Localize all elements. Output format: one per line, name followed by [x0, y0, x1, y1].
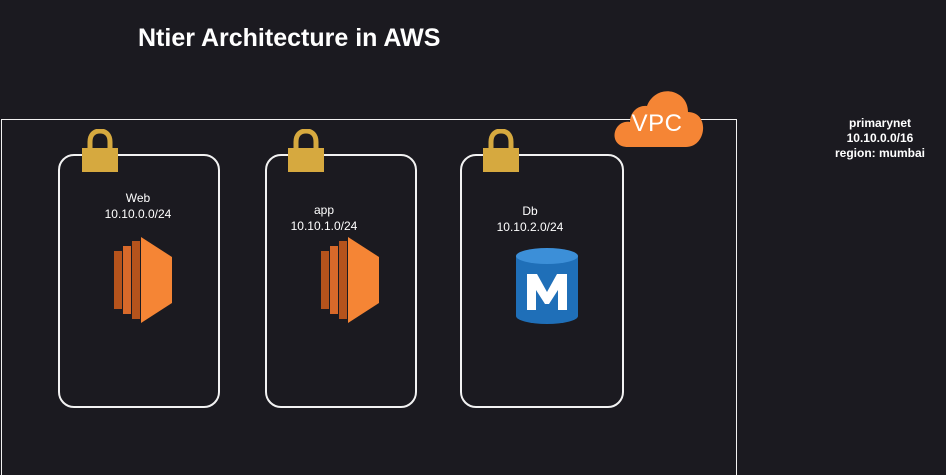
lock-icon: [82, 129, 118, 172]
subnet-app-text: app 10.10.1.0/24: [265, 202, 383, 234]
subnet-cidr: 10.10.0.0/24: [104, 207, 172, 221]
network-cidr: 10.10.0.0/16: [846, 131, 914, 145]
network-region: region: mumbai: [834, 146, 925, 160]
vpc-boundary: [1, 119, 737, 475]
lock-icon: [288, 129, 324, 172]
subnet-web-text: Web 10.10.0.0/24: [76, 190, 200, 222]
subnet-app: [265, 154, 417, 408]
vpc-label: VPC: [631, 110, 683, 137]
ec2-instance-icon: [321, 237, 379, 323]
ec2-instance-icon: [114, 237, 172, 323]
subnet-db: [460, 154, 624, 408]
subnet-web: [58, 154, 220, 408]
subnet-cidr: 10.10.2.0/24: [496, 220, 564, 234]
subnet-db-text: Db 10.10.2.0/24: [470, 203, 590, 235]
network-info: primarynet 10.10.0.0/16 region: mumbai: [810, 116, 946, 161]
rds-mysql-database-icon: [516, 248, 578, 324]
subnet-name: Db: [522, 204, 538, 218]
network-name: primarynet: [848, 116, 912, 130]
diagram-title: Ntier Architecture in AWS: [138, 24, 441, 52]
subnet-name: app: [313, 203, 335, 217]
subnet-name: Web: [125, 191, 151, 205]
lock-icon: [483, 129, 519, 172]
vpc-cloud-icon: [614, 91, 704, 147]
subnet-cidr: 10.10.1.0/24: [290, 219, 358, 233]
